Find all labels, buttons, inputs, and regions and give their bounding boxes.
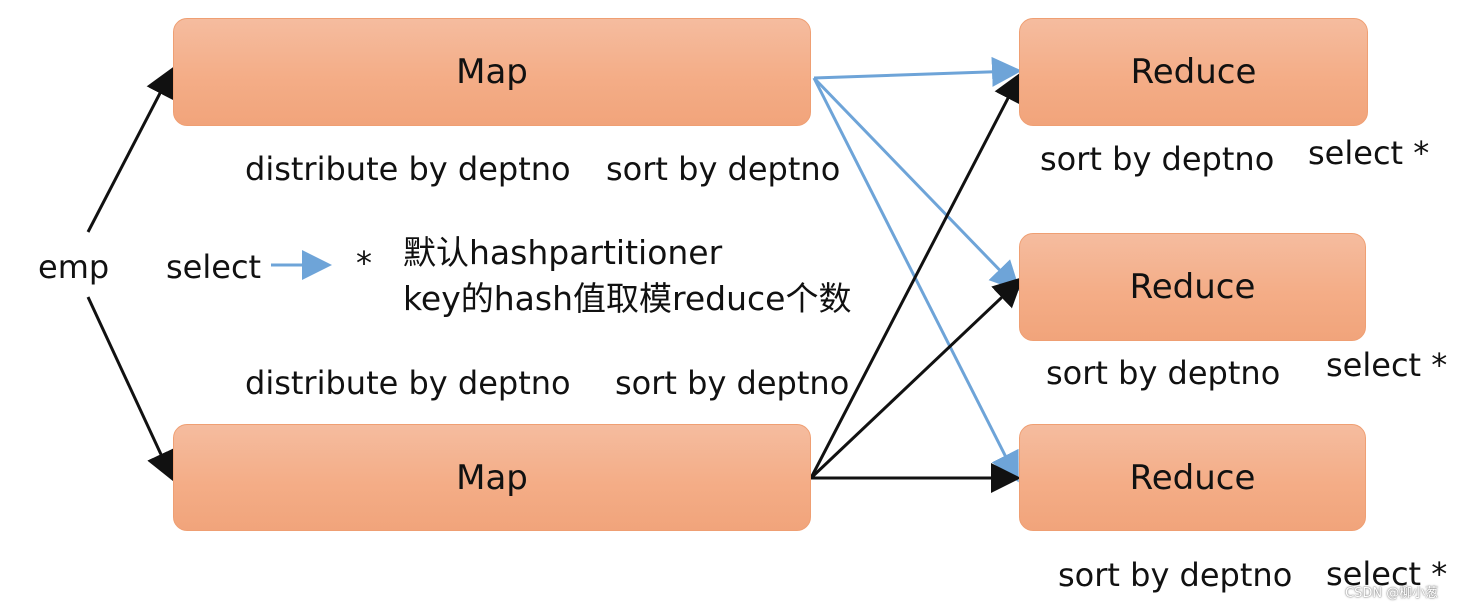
reduce-node-2: Reduce	[1019, 233, 1366, 341]
reduce-node-2-label: Reduce	[1129, 267, 1256, 307]
map-top-to-reduce-1-arrow	[813, 56, 1022, 87]
emp-to-map-bottom-arrow	[86, 296, 175, 482]
bottom-distribute-label: distribute by deptno	[245, 364, 571, 402]
map-node-top-label: Map	[456, 52, 528, 92]
reduce-1-select-label: select *	[1308, 134, 1430, 172]
emp-to-map-top-arrow	[86, 66, 174, 233]
select-label: select	[166, 248, 262, 286]
map-node-bottom-label: Map	[456, 457, 528, 498]
emp-label: emp	[38, 248, 110, 286]
reduce-3-sort-label: sort by deptno	[1058, 556, 1293, 594]
reduce-node-3-label: Reduce	[1129, 457, 1256, 498]
reduce-3-select-label: select *	[1326, 555, 1448, 593]
top-distribute-label: distribute by deptno	[245, 150, 571, 188]
map-top-to-reduce-2-arrow	[812, 76, 1021, 292]
partition-note-line-2: key的hash值取模reduce个数	[403, 279, 852, 318]
reduce-node-1: Reduce	[1019, 18, 1368, 126]
map-node-top: Map	[173, 18, 811, 126]
top-sort-label: sort by deptno	[606, 150, 841, 188]
map-node-bottom: Map	[173, 424, 811, 531]
reduce-node-3: Reduce	[1019, 424, 1366, 531]
reduce-1-sort-label: sort by deptno	[1040, 140, 1275, 178]
reduce-2-sort-label: sort by deptno	[1046, 354, 1281, 392]
reduce-2-select-label: select *	[1326, 346, 1448, 384]
partition-note-line-1: 默认hashpartitioner	[403, 233, 723, 272]
csdn-watermark: CSDN @柳小葱	[1345, 586, 1439, 601]
asterisk-label: *	[356, 244, 372, 282]
reduce-node-1-label: Reduce	[1130, 52, 1257, 92]
bottom-sort-label: sort by deptno	[615, 364, 850, 402]
